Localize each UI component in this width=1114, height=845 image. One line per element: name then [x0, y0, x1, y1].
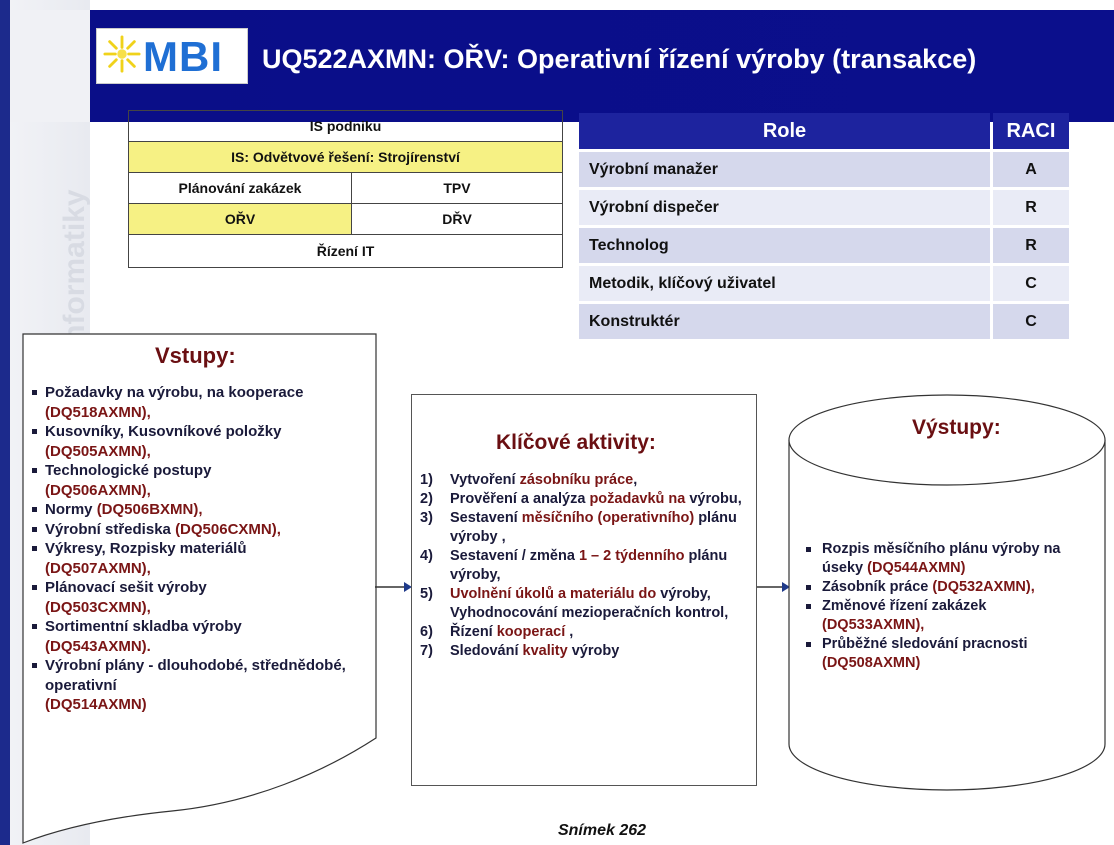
list-item: Požadavky na výrobu, na kooperace(DQ518A… [30, 383, 375, 422]
slide-number: Snímek 262 [557, 822, 647, 839]
role-row: Konstruktér C [579, 304, 1069, 339]
role-name: Technolog [579, 228, 990, 263]
role-header: Role [579, 113, 990, 149]
inputs-document-shape [22, 333, 377, 844]
list-item: Plánovací sešit výroby(DQ503CXMN), [30, 578, 375, 617]
activities-list: 1)Vytvoření zásobníku práce, 2)Prověření… [420, 471, 752, 661]
list-item: Výrobní střediska (DQ506CXMN), [30, 520, 375, 540]
role-name: Výrobní dispečer [579, 190, 990, 225]
is-top-cell: IS podniku [129, 111, 562, 142]
role-name: Konstruktér [579, 304, 990, 339]
mbi-logo: MBI [96, 28, 248, 84]
arrow-right-icon [375, 582, 412, 592]
role-raci: A [993, 152, 1069, 187]
is-sector-cell: IS: Odvětvové řešení: Strojírenství [129, 142, 562, 173]
role-raci: C [993, 266, 1069, 301]
activity-item: 1)Vytvoření zásobníku práce, [420, 472, 638, 488]
list-item: Výrobní plány - dlouhodobé, střednědobé,… [30, 656, 375, 715]
list-item: Změnové řízení zakázek(DQ533AXMN), [800, 597, 1100, 635]
activity-item: 7)Sledování kvality výroby [420, 643, 620, 659]
outputs-cylinder-shape [788, 394, 1106, 791]
key-activities-box: Klíčové aktivity: 1)Vytvoření zásobníku … [411, 394, 757, 786]
list-item: Zásobník práce (DQ532AXMN), [800, 578, 1100, 597]
roles-header: Role RACI [579, 113, 1069, 149]
list-item: Výkresy, Rozpisky materiálů(DQ507AXMN), [30, 539, 375, 578]
sun-icon [103, 35, 141, 73]
is-structure-table: IS podniku IS: Odvětvové řešení: Strojír… [128, 110, 563, 268]
list-item: Rozpis měsíčního plánu výroby na úseky (… [800, 540, 1100, 578]
is-it-cell: Řízení IT [316, 242, 375, 259]
left-frame [0, 0, 10, 845]
is-tpv-cell: TPV [352, 173, 562, 204]
role-name: Metodik, klíčový uživatel [579, 266, 990, 301]
list-item: Normy (DQ506BXMN), [30, 500, 375, 520]
list-item: Sortimentní skladba výroby(DQ543AXMN). [30, 617, 375, 656]
list-item: Kusovníky, Kusovníkové položky(DQ505AXMN… [30, 422, 375, 461]
role-raci: R [993, 190, 1069, 225]
role-name: Výrobní manažer [579, 152, 990, 187]
is-planning-cell: Plánování zakázek [129, 173, 352, 204]
raci-header: RACI [993, 113, 1069, 149]
inputs-title: Vstupy: [155, 343, 236, 368]
activities-title: Klíčové aktivity: [496, 431, 656, 454]
activity-item: 2)Prověření a analýza požadavků na výrob… [420, 491, 742, 507]
slide-title: UQ522AXMN: OŘV: Operativní řízení výroby… [262, 44, 977, 74]
activity-item: 5)Uvolnění úkolů a materiálu do výroby, … [420, 586, 729, 621]
arrow-right-icon [757, 582, 790, 592]
role-row: Výrobní dispečer R [579, 190, 1069, 225]
is-orv-cell: OŘV [129, 204, 352, 235]
logo-text: MBI [143, 33, 223, 80]
role-row: Výrobní manažer A [579, 152, 1069, 187]
is-drv-cell: DŘV [352, 204, 562, 235]
role-row: Technolog R [579, 228, 1069, 263]
role-raci: R [993, 228, 1069, 263]
outputs-list: Rozpis měsíčního plánu výroby na úseky (… [800, 540, 1100, 673]
inputs-list: Požadavky na výrobu, na kooperace(DQ518A… [30, 383, 375, 715]
activity-item: 4)Sestavení / změna 1 – 2 týdenního plán… [420, 548, 728, 583]
list-item: Technologické postupy(DQ506AXMN), [30, 461, 375, 500]
activity-item: 3)Sestavení měsíčního (operativního) plá… [420, 510, 737, 545]
activity-item: 6) Řízení kooperací , [420, 624, 574, 640]
role-row: Metodik, klíčový uživatel C [579, 266, 1069, 301]
list-item: Průběžné sledování pracnosti(DQ508AXMN) [800, 635, 1100, 673]
outputs-title: Výstupy: [912, 416, 1001, 439]
role-raci: C [993, 304, 1069, 339]
